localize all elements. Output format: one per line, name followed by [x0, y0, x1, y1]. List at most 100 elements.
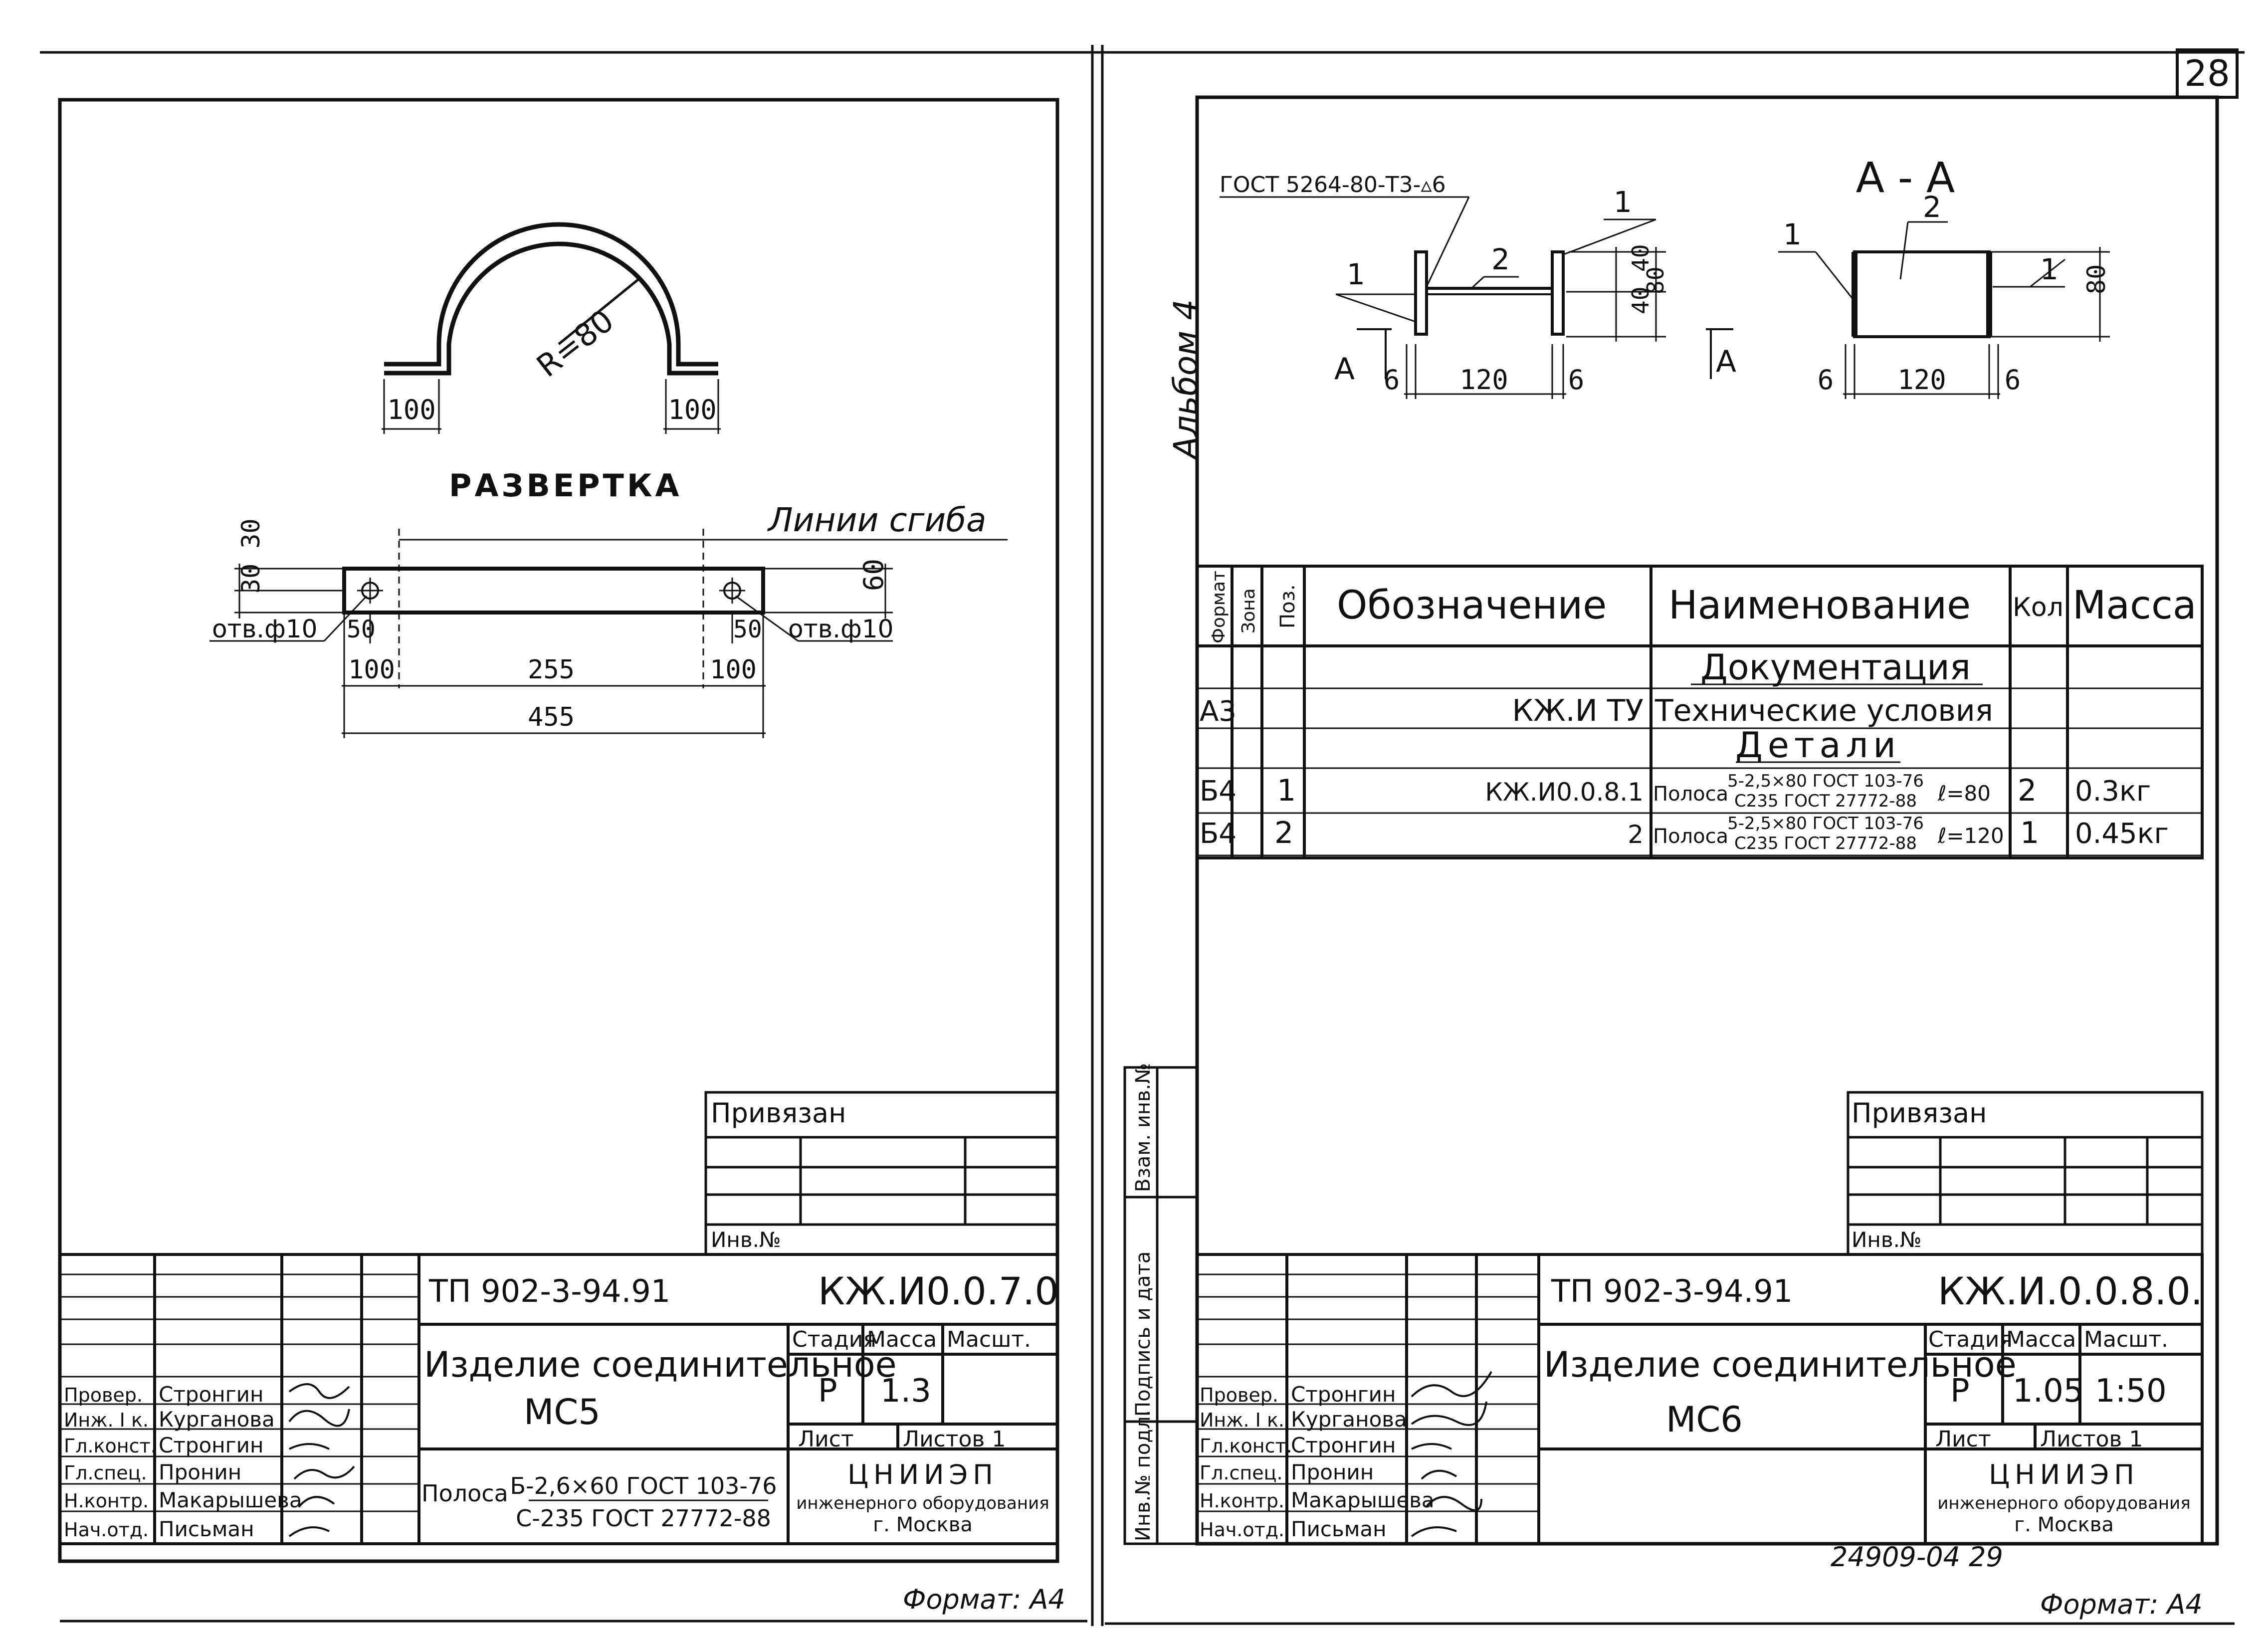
format-label-right: Формат: А4 — [2040, 1589, 2203, 1620]
sheet-number-box: 28 — [2176, 48, 2239, 99]
right-sheet: Альбом 4 Инв.№ подл. Подпись и дата Взам… — [1123, 95, 2219, 1620]
product-code-right: МС6 — [1666, 1399, 1743, 1440]
position-label: 1 — [1347, 257, 1365, 291]
side-stamp-label: Взам. инв.№ — [1132, 1063, 1155, 1192]
role-left: Инж. I к. — [64, 1409, 149, 1431]
name-right: Письман — [1291, 1517, 1387, 1541]
spec-cell-name: Технические условия — [1654, 693, 1993, 728]
spec-cell-qty: 2 — [2018, 773, 2037, 808]
spec-section-docs: Документация — [1700, 647, 1971, 688]
spec-cell-name-bottom: С235 ГОСТ 27772-88 — [1734, 833, 1917, 853]
role-right: Н.контр. — [1200, 1490, 1284, 1512]
left-frame — [58, 98, 1059, 1563]
title-block-left — [58, 1253, 1059, 1545]
mass-value-right: 1.05 — [2013, 1373, 2084, 1410]
spec-cell-name-top: 5-2,5×80 ГОСТ 103-76 — [1727, 771, 1924, 791]
weld-label: ГОСТ 5264-80-Т3-▵6 — [1220, 172, 1446, 198]
stage-header-left: Стадия — [792, 1327, 876, 1352]
razvertka-title: РАЗВЕРТКА — [449, 467, 682, 504]
spec-row: А3 КЖ.И ТУ Технические условия — [1200, 693, 1993, 728]
cut-mark-right: А — [1716, 344, 1736, 379]
org-city-right: г. Москва — [2014, 1513, 2114, 1536]
bend-lines-label: Линии сгиба — [767, 501, 986, 539]
material-prefix-left: Полоса — [421, 1480, 508, 1507]
role-left: Провер. — [64, 1384, 143, 1406]
section-title: А - А — [1856, 153, 1955, 202]
org-city-left: г. Москва — [873, 1513, 973, 1536]
spec-cell-format: Б4 — [1200, 775, 1237, 808]
scale-header-right: Масшт. — [2084, 1327, 2168, 1352]
spec-cell-designation: КЖ.И0.0.8.1 — [1485, 778, 1644, 807]
dim-leg-right: 100 — [668, 394, 717, 425]
dim-label: 120 — [1459, 364, 1508, 396]
spec-cell-pos: 2 — [1274, 816, 1293, 850]
spec-cell-name-bottom: С235 ГОСТ 27772-88 — [1734, 791, 1917, 811]
name-right: Макарышева — [1291, 1488, 1435, 1512]
doc-code-small-right: ТП 902-3-94.91 — [1551, 1273, 1793, 1309]
page-footer-number: 24909-04 29 — [1831, 1541, 2003, 1573]
spec-row: Б4 2 2 Полоса 5-2,5×80 ГОСТ 103-76 С235 … — [1200, 814, 2169, 853]
role-left: Нач.отд. — [64, 1519, 149, 1541]
scale-header-left: Масшт. — [947, 1327, 1031, 1352]
dim-label: 6 — [1384, 364, 1400, 396]
doc-code-main-right: КЖ.И.0.0.8.0. — [1938, 1269, 2203, 1313]
material-bottom-left: С-235 ГОСТ 27772-88 — [516, 1505, 771, 1532]
stage-value-left: Р — [818, 1373, 837, 1410]
dim-50-left: 50 — [347, 616, 376, 643]
name-right: Стронгин — [1291, 1433, 1396, 1457]
dim-60: 60 — [858, 559, 889, 591]
dim-30-30: 30 30 — [236, 518, 265, 594]
hole-label-left: отв.ф10 — [212, 615, 317, 643]
product-code-left: МС5 — [524, 1392, 601, 1433]
spec-cell-name-suffix: ℓ=120 — [1937, 824, 2004, 848]
spec-cell-qty: 1 — [2020, 816, 2039, 850]
spec-cell-name-top: 5-2,5×80 ГОСТ 103-76 — [1727, 814, 1924, 833]
title-block-right — [1196, 1253, 2204, 1545]
name-left: Письман — [159, 1517, 254, 1541]
spec-cell-format: А3 — [1200, 695, 1237, 728]
side-stamp-label: Инв.№ подл. — [1132, 1410, 1155, 1541]
position-label: 2 — [1923, 190, 1941, 224]
name-left: Макарышева — [159, 1488, 302, 1512]
signature-rows-right: Провер. Инж. I к. Гл.конст. Гл.спец. Н.к… — [1200, 1382, 1435, 1541]
dim-label: 6 — [1568, 364, 1585, 396]
name-right: Курганова — [1291, 1407, 1407, 1432]
listov-header-left: Листов 1 — [903, 1427, 1006, 1452]
dim-255: 255 — [528, 655, 575, 685]
flat-strip — [209, 529, 1008, 738]
mass-header-right: Масса — [2006, 1327, 2076, 1352]
spec-col-mass: Масса — [2072, 583, 2197, 628]
clip-drawing — [382, 222, 721, 434]
dim-label: 120 — [1897, 364, 1946, 396]
spec-cell-name-suffix: ℓ=80 — [1937, 781, 1991, 806]
privyazan-title-left: Привязан — [711, 1097, 846, 1129]
name-left: Курганова — [159, 1407, 275, 1432]
privyazan-block-left — [704, 1091, 1059, 1256]
name-right: Пронин — [1291, 1460, 1374, 1484]
role-right: Гл.спец. — [1200, 1462, 1283, 1484]
product-name-right: Изделие соединительное — [1544, 1344, 2017, 1385]
assembly-drawing — [1220, 196, 2110, 399]
product-name-left: Изделие соединительное — [424, 1344, 897, 1385]
role-left: Гл.спец. — [64, 1462, 147, 1484]
dim-50-right: 50 — [733, 616, 762, 643]
spec-cell-pos: 1 — [1277, 773, 1296, 808]
inv-label-left: Инв.№ — [711, 1228, 781, 1252]
privyazan-title-right: Привязан — [1852, 1097, 1987, 1129]
name-left: Стронгин — [159, 1382, 263, 1407]
spec-cell-format: Б4 — [1200, 818, 1237, 850]
signature-rows-left: Провер. Инж. I к. Гл.конст. Гл.спец. Н.к… — [64, 1382, 302, 1541]
role-right: Нач.отд. — [1200, 1519, 1284, 1541]
org-dept-left: инженерного оборудования — [796, 1493, 1049, 1513]
position-label: 2 — [1491, 242, 1510, 276]
name-left: Стронгин — [159, 1433, 263, 1457]
position-label: 1 — [1783, 217, 1802, 251]
position-label: 1 — [1614, 185, 1632, 219]
listov-header-right: Листов 1 — [2040, 1427, 2143, 1452]
dim-label: 40 — [1627, 287, 1654, 314]
list-header-right: Лист — [1935, 1427, 1991, 1452]
dim-label: 6 — [1818, 364, 1834, 396]
spec-table-grid — [1196, 565, 2204, 859]
doc-code-small-left: ТП 902-3-94.91 — [428, 1273, 670, 1309]
album-label: Альбом 4 — [1167, 299, 1205, 461]
